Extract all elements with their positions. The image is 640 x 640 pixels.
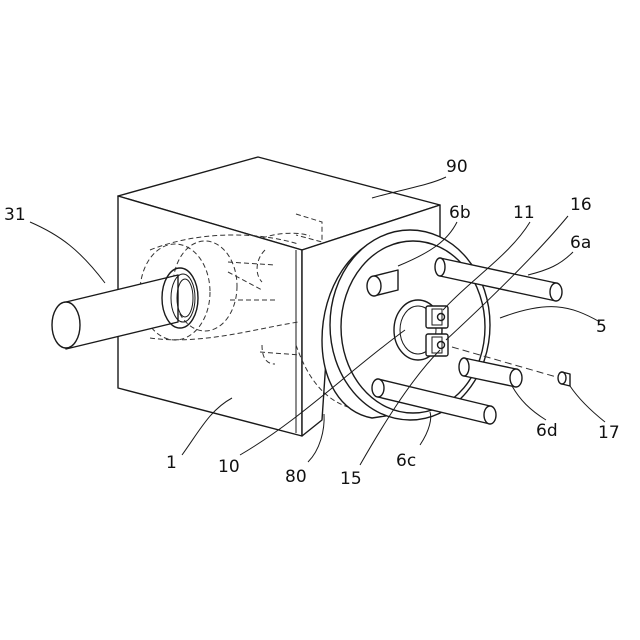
label-80: 80 — [285, 467, 307, 487]
connector-10 — [394, 300, 448, 360]
label-15: 15 — [340, 469, 362, 489]
label-31: 31 — [4, 205, 26, 225]
label-5: 5 — [596, 317, 607, 337]
label-17: 17 — [598, 423, 620, 443]
label-1: 1 — [166, 453, 177, 473]
label-6c: 6c — [396, 451, 416, 471]
label-90: 90 — [446, 157, 468, 177]
label-11: 11 — [513, 203, 535, 223]
label-16: 16 — [570, 195, 592, 215]
label-6d: 6d — [536, 421, 558, 441]
label-6b: 6b — [449, 203, 471, 223]
label-10: 10 — [218, 457, 240, 477]
label-6a: 6a — [570, 233, 591, 253]
